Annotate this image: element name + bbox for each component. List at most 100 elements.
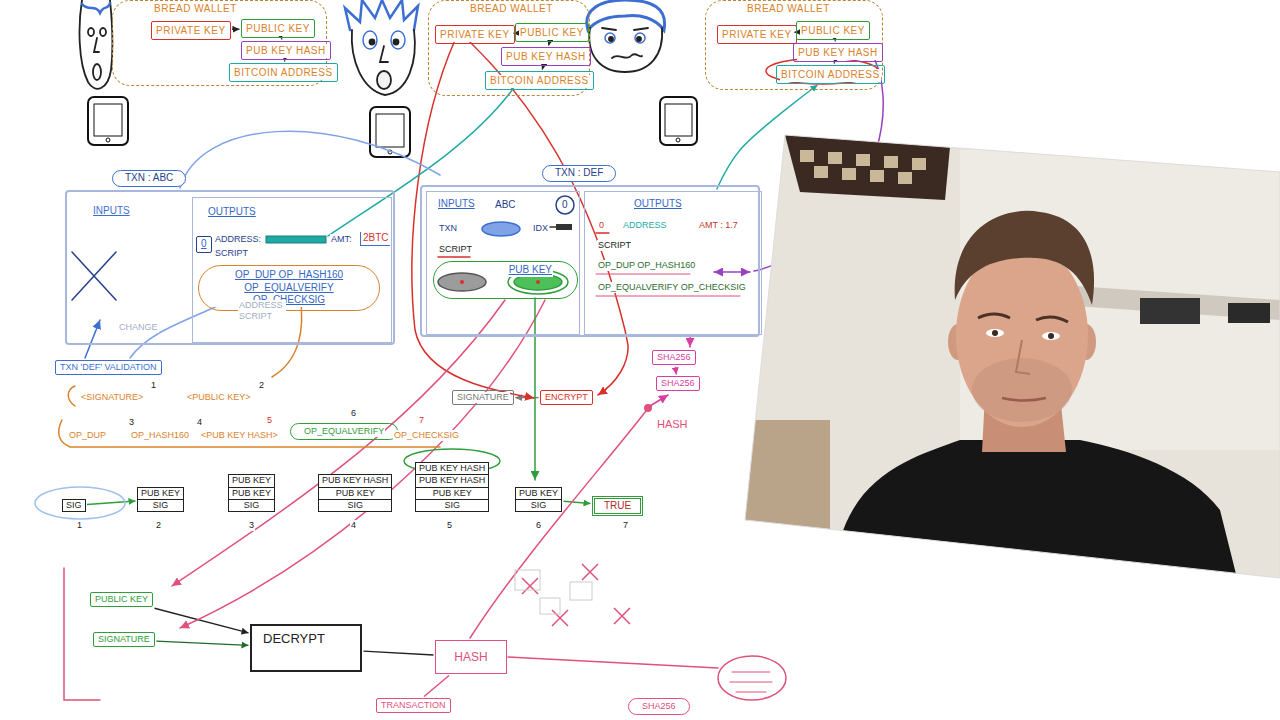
box-heading: BREAD WALLET	[153, 3, 238, 16]
phone-icon	[94, 104, 122, 136]
box-heading: TXN : ABC	[112, 170, 186, 187]
wire	[180, 300, 545, 628]
wire	[714, 271, 750, 273]
wire	[550, 226, 556, 228]
callout-number: 3	[128, 417, 135, 428]
label-text: SCRIPT	[214, 248, 249, 259]
box-text: SIG	[516, 499, 561, 511]
label-text: <PUBLIC KEY>	[186, 392, 252, 403]
phone-icon	[370, 107, 410, 157]
cross-mark	[570, 582, 592, 600]
box-heading: INPUTS	[437, 198, 476, 211]
box-heading: BREAD WALLET	[746, 3, 831, 16]
box-heading: BREAD WALLET	[469, 3, 554, 16]
box-heading: OUTPUTS	[207, 206, 257, 219]
key-box: PUBLIC KEY	[241, 19, 315, 38]
callout-number: 2	[258, 380, 265, 391]
box-text: BITCOIN ADDRESS	[233, 67, 334, 80]
label-text: OP_DUP	[68, 430, 107, 441]
box-text: DECRYPT	[262, 631, 326, 647]
cartoon-head	[370, 40, 375, 45]
result-box: TRUE	[592, 496, 643, 517]
box-text: SIGNATURE	[97, 634, 151, 645]
wire	[470, 42, 628, 395]
script-oval: SHA256	[628, 698, 690, 715]
presenter-photo	[1042, 332, 1060, 340]
label-text: HASH	[656, 418, 689, 432]
presenter-photo	[884, 156, 898, 168]
phone-icon	[665, 104, 692, 136]
wire	[482, 222, 520, 236]
cartoon-head	[80, 0, 665, 95]
cartoon-head	[94, 38, 99, 52]
box-text: TXN 'DEF' VALIDATION	[59, 362, 158, 373]
callout-number: 6	[535, 520, 542, 531]
box-text: PUB KEY HASH	[505, 51, 587, 64]
wire	[64, 568, 100, 700]
wire	[508, 657, 718, 668]
presenter-photo	[1140, 298, 1200, 324]
box-text: 0	[200, 238, 208, 251]
connector	[284, 60, 285, 62]
box-text: PUB KEY HASH	[319, 475, 391, 486]
presenter-photo	[955, 211, 1094, 305]
box-text: BITCOIN ADDRESS	[489, 75, 590, 88]
presenter-photo	[1228, 303, 1270, 323]
cartoon-head	[637, 37, 641, 41]
cartoon-head	[363, 31, 377, 49]
phone-icon	[376, 114, 404, 147]
label-text: IDX	[532, 223, 549, 234]
label-text: OP_HASH160	[130, 430, 190, 441]
connector	[232, 28, 239, 30]
wallet-region: BREAD WALLETPRIVATE KEYPUBLIC KEYPUB KEY…	[705, 0, 883, 90]
box-text: PUBLIC KEY	[94, 594, 149, 605]
box-text: PUB KEY	[229, 475, 274, 486]
label-text: ABC	[494, 199, 517, 212]
label-text: 2BTC	[360, 232, 390, 246]
wallet-region: BREAD WALLET PRIVATE KEY PUBLIC KEY PUB KEY…	[112, 0, 327, 86]
connector	[281, 38, 283, 40]
box-text: PUB KEY	[508, 264, 553, 277]
key-box: PUBLIC KEY	[515, 23, 589, 42]
box-text: SIG	[319, 499, 391, 511]
wire	[35, 40, 883, 700]
box-text: PUB KEY HASH	[797, 47, 879, 60]
cartoon-head	[100, 28, 106, 36]
cartoon-head	[635, 33, 645, 43]
cartoon-head	[93, 64, 101, 80]
box-text: PUB KEY HASH	[245, 45, 327, 58]
box-text: SHA256	[641, 701, 677, 712]
cross-mark	[515, 570, 540, 590]
decrypt-box: DECRYPT	[250, 624, 362, 672]
label-text: SCRIPT	[597, 240, 632, 251]
wire	[470, 411, 646, 638]
box-text: SIG	[138, 499, 183, 511]
box-text: SIG	[63, 500, 85, 511]
label-text: ADDRESS:	[214, 234, 262, 245]
key-box: PRIVATE KEY	[151, 21, 231, 40]
box-text: ENCRYPT	[544, 392, 589, 403]
box-text: SHA256	[656, 352, 692, 363]
presenter-photo	[992, 330, 998, 336]
presenter-photo	[800, 150, 814, 162]
connector	[424, 676, 449, 697]
wire	[68, 386, 75, 406]
box-text: PRIVATE KEY	[439, 29, 511, 42]
callout-number: 4	[196, 417, 203, 428]
key-box: PUBLIC KEY	[90, 592, 153, 607]
callout-number: 7	[418, 415, 425, 426]
presenter-photo	[898, 172, 912, 184]
cartoon-head	[82, 3, 110, 13]
connector	[564, 501, 591, 503]
label-text: TXN	[438, 223, 458, 234]
key-box: PRIVATE KEY	[717, 25, 797, 44]
presenter-photo	[972, 358, 1072, 422]
cartoon-head	[88, 28, 94, 36]
box-text: OP_DUP OP_HASH160 OP_EQUALVERIFY OP_CHEC…	[213, 269, 365, 307]
wire	[689, 336, 691, 347]
box-heading: TXN : DEF	[542, 165, 616, 182]
cross-mark	[522, 578, 538, 594]
